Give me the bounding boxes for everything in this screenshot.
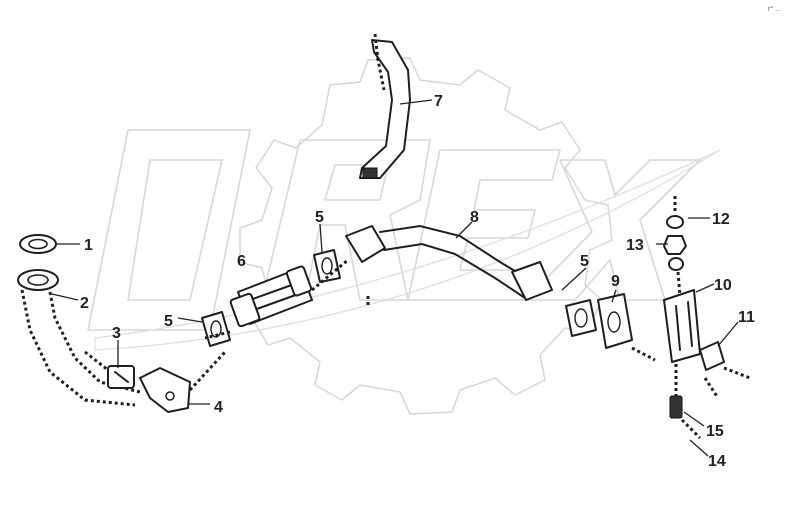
callout-1: 1 — [84, 237, 93, 254]
pipe-part-8 — [345, 224, 553, 306]
pipe-part-2 — [17, 269, 141, 407]
flange-part-9 — [597, 293, 656, 362]
clamp-part-3 — [84, 350, 135, 389]
callout-5b: 5 — [315, 209, 324, 226]
sleeve-part-15 — [669, 395, 683, 419]
callout-7: 7 — [434, 93, 443, 110]
callout-6: 6 — [237, 253, 246, 270]
gasket-part-5-left — [201, 311, 231, 347]
callout-13: 13 — [626, 237, 644, 254]
callout-labels: 1 2 3 4 5 5 5 6 7 8 9 10 11 12 13 14 15 — [80, 93, 755, 470]
callout-15: 15 — [706, 423, 724, 440]
cooler-part-6 — [204, 258, 349, 340]
watermark-gear — [239, 57, 613, 415]
callout-14: 14 — [708, 453, 726, 470]
fitting-part-12 — [666, 196, 684, 229]
callout-8: 8 — [470, 209, 479, 226]
leader-lines — [51, 99, 739, 457]
fitting-part-13 — [663, 235, 687, 297]
rod-part-14 — [674, 364, 702, 440]
watermark-letter-o — [87, 129, 251, 331]
callout-11: 11 — [738, 309, 755, 326]
callout-4: 4 — [214, 399, 223, 416]
callout-5c: 5 — [580, 253, 589, 270]
callout-5a: 5 — [164, 313, 173, 330]
callout-9: 9 — [611, 273, 620, 290]
bracket-part-4 — [139, 350, 227, 413]
tube-part-7 — [359, 33, 411, 179]
gasket-part-1 — [19, 234, 57, 254]
callout-12: 12 — [712, 211, 730, 228]
corner-mark: r° ... — [768, 5, 781, 13]
callout-10: 10 — [714, 277, 732, 294]
connector-part-11 — [699, 341, 751, 399]
callout-3: 3 — [112, 325, 121, 342]
callout-2: 2 — [80, 295, 89, 312]
watermark-logo — [87, 57, 721, 415]
gasket-part-5-right — [565, 299, 597, 337]
bracket-part-10 — [663, 289, 701, 363]
